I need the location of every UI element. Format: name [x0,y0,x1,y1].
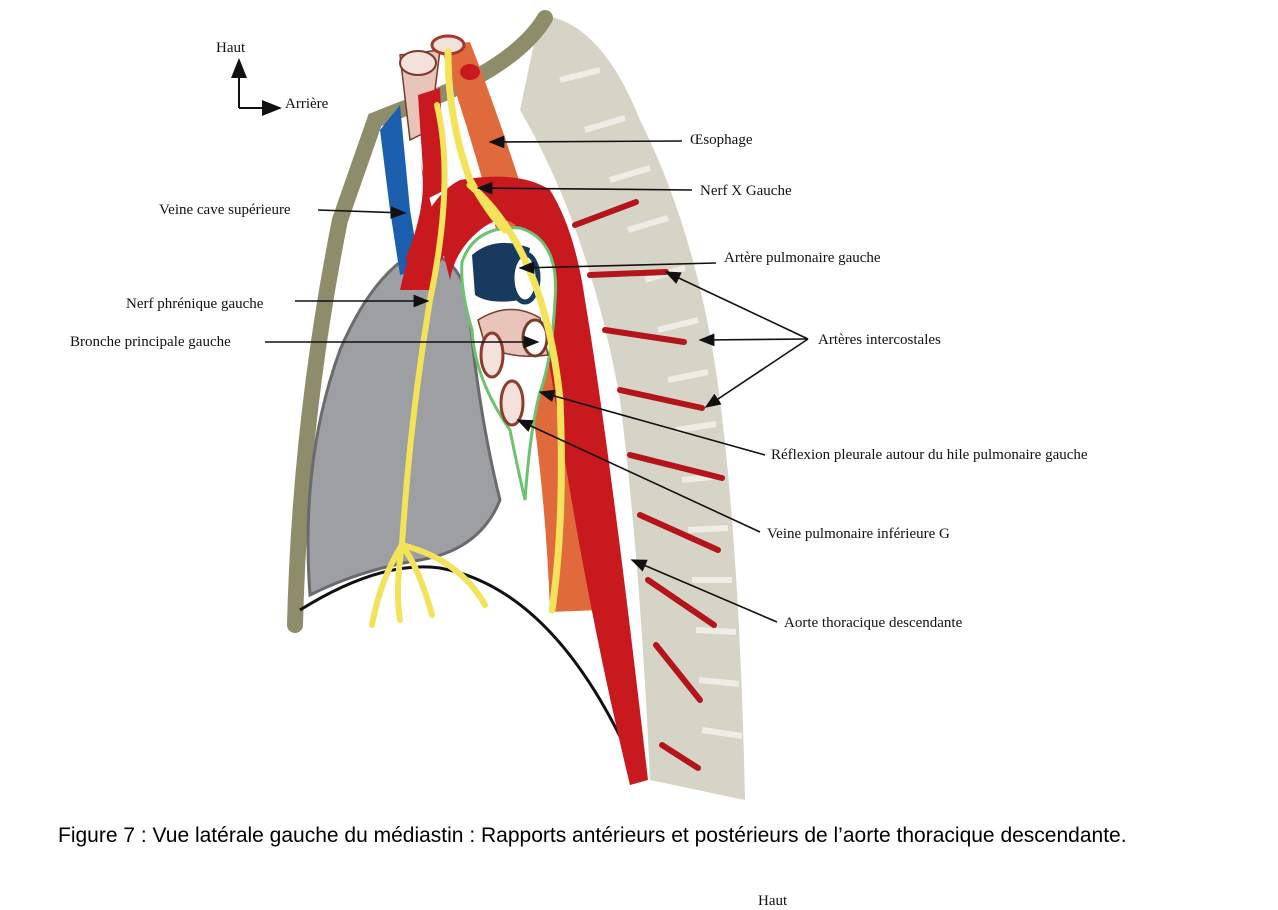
anatomy-labels: Œsophage Nerf X Gauche Veine cave supéri… [70,132,1088,631]
label-esophagus: Œsophage [690,132,753,148]
pulmonary-veins [479,331,525,427]
figure-caption: Figure 7 : Vue latérale gauche du médias… [58,820,1208,852]
caption-title: Figure 7 : Vue latérale gauche du médias… [58,824,464,847]
label-intercostal-arteries: Artères intercostales [818,332,941,348]
label-inferior-pulmonary-vein: Veine pulmonaire inférieure G [767,526,950,542]
orientation-back-label: Arrière [285,96,329,112]
orientation-up-label: Haut [216,40,246,56]
label-left-main-bronchus: Bronche principale gauche [70,334,231,350]
footer-label: Haut [758,893,788,909]
label-pleural-reflection: Réflexion pleurale autour du hile pulmon… [771,447,1088,463]
label-descending-aorta: Aorte thoracique descendante [784,615,963,631]
label-svc: Veine cave supérieure [159,202,291,218]
label-left-phrenic: Nerf phrénique gauche [126,296,264,312]
great-vessels-top [399,34,480,200]
label-left-vagus: Nerf X Gauche [700,183,792,199]
sympathetic-trunk [287,10,553,633]
superior-vena-cava [380,105,420,275]
left-phrenic-nerve [369,102,488,628]
intercostal-arteries [572,199,725,771]
label-left-pulmonary-artery: Artère pulmonaire gauche [724,250,881,266]
orientation-axes: Haut Arrière [216,40,329,116]
caption-text: : Rapports antérieurs et postérieurs de … [463,824,1127,847]
leader-lines [265,135,809,623]
left-vagus-nerve [444,48,565,614]
